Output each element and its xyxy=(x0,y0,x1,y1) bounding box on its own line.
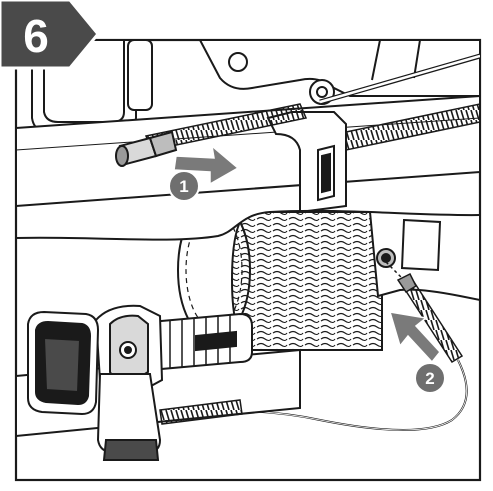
top-panel xyxy=(16,40,480,214)
grease-gun xyxy=(27,304,253,461)
hose-nozzle xyxy=(396,272,464,364)
bottom-panel xyxy=(16,210,480,461)
callout-2: 2 xyxy=(414,362,446,394)
callout-2-label: 2 xyxy=(425,369,434,388)
mount-bracket xyxy=(266,111,347,214)
threaded-rod-bottom xyxy=(159,399,243,425)
step-badge: 6 xyxy=(0,0,100,70)
threaded-spring-rod xyxy=(144,103,480,151)
step-number: 6 xyxy=(23,10,49,62)
deck-frame xyxy=(198,40,480,105)
grease-fitting xyxy=(115,130,178,167)
chassis xyxy=(368,211,480,302)
panel-divider xyxy=(15,209,481,241)
arrow-2 xyxy=(388,311,441,364)
callout-1: 1 xyxy=(168,170,200,202)
callout-1-label: 1 xyxy=(179,177,188,196)
arrow-1 xyxy=(173,144,240,186)
